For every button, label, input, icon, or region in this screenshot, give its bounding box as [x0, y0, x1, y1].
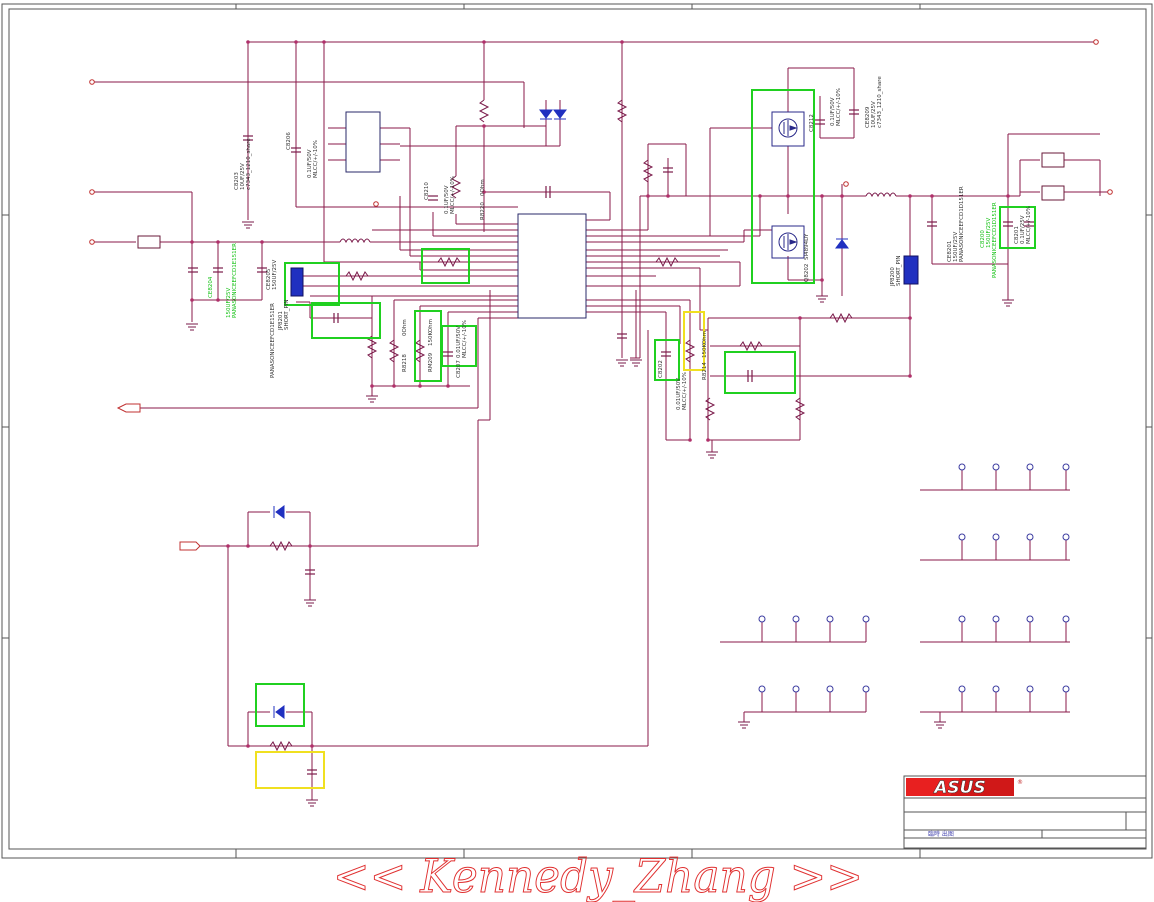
- label-r8218: R8218: [402, 354, 408, 372]
- label-q8202: Q8202: [804, 264, 810, 282]
- label-rm209: RM209: [428, 352, 434, 372]
- inductors: [339, 192, 897, 244]
- title-block: ASUS ® 臨時 出图: [903, 775, 1147, 849]
- label-c8202-value: 0.01UF/50V: [676, 378, 682, 410]
- yellow-highlight-boxes: [255, 311, 705, 789]
- label-c8210-tolerance: MLCC/+/-10%: [450, 176, 456, 214]
- label-c8201-tolerance: MLCC/+/-10%: [1026, 206, 1032, 244]
- label-c8202-tolerance: MLCC/+/-10%: [682, 372, 688, 410]
- mosfet-q-high: [771, 111, 805, 147]
- label-r8220-value: 0Ohm: [480, 179, 486, 196]
- label-c8210-value: 0.1UF/50V: [444, 185, 450, 214]
- label-ce8205: CE8205: [266, 268, 272, 290]
- label-r8220: R8220: [480, 202, 486, 220]
- label-rm209-value: 150KOhm: [428, 319, 434, 346]
- label-ce8209: CE8209: [865, 106, 871, 128]
- label-ce8204: CE8204: [208, 276, 214, 298]
- label-ce8209-value: 10UF/25V: [871, 101, 877, 128]
- label-c8206-tolerance: MLCC/+/-10%: [313, 140, 319, 178]
- label-r8218-value: 0Ohm: [402, 319, 408, 336]
- label-r8214-value: 150KOhm: [702, 331, 708, 358]
- label-c8206: C8206: [286, 132, 292, 150]
- ground-symbols: [186, 221, 1014, 807]
- label-c8200-value: 150UF/25V: [986, 217, 992, 248]
- net-connectors: [89, 39, 1113, 551]
- label-jp8200-value: SHORT_PIN: [896, 255, 902, 286]
- title-block-note: 臨時 出图: [928, 830, 954, 838]
- label-c8207: C8207: [456, 360, 462, 378]
- controller-ic: [517, 213, 587, 319]
- label-c8201: C8201: [1014, 226, 1020, 244]
- label-c8200-package: PANASONICEEFCD1D151ER: [992, 202, 998, 278]
- jumpers: [290, 255, 919, 297]
- label-c8202: C8202: [658, 360, 664, 378]
- label-ce8209-package: c7343_1210_share: [877, 76, 883, 128]
- label-c8207-tolerance: MLCC/+/-10%: [462, 320, 468, 358]
- label-ce8204-value: 150UF/25V: [226, 287, 232, 318]
- component-labels: C8203 10UF/25V c7343_1210_share C8206 0.…: [208, 76, 1032, 410]
- label-c8203-package: c7343_1210_share: [246, 138, 252, 190]
- label-c8210: C8210: [424, 182, 430, 200]
- label-ce8204-package: PANASONICEEFCD1E151ER: [232, 243, 238, 318]
- label-c8212: C8212: [809, 114, 815, 132]
- label-c8206-value: 0.1UF/50V: [307, 149, 313, 178]
- mosfet-q8202: [771, 225, 805, 259]
- label-jp8200: JP8200: [890, 267, 896, 287]
- asus-logo: ASUS ®: [906, 778, 1023, 798]
- label-q8202-part: SI4894DY: [804, 233, 810, 260]
- label-c8203: C8203: [234, 172, 240, 190]
- label-ce8201-package: PANASONICEEFCD1D151ER: [959, 186, 965, 262]
- resistors: [269, 99, 853, 752]
- series-boxes: [137, 152, 1065, 249]
- label-ce8201: CE8201: [947, 241, 953, 262]
- label-r8214: R8214: [702, 362, 708, 380]
- label-c8201-value: 0.1UF/25V: [1020, 215, 1026, 244]
- diodes: [273, 109, 849, 719]
- label-jp8201-value: SHORT_PIN: [284, 299, 290, 330]
- junction-dots: [190, 40, 1010, 748]
- asus-logo-registered-mark: ®: [1017, 779, 1023, 786]
- sheet-border: [1, 3, 1153, 859]
- label-ce8201-value: 150UF/25V: [953, 231, 959, 262]
- capacitors: [188, 109, 1034, 775]
- label-ce8205-package: PANASONICEEFCD1E151ER: [270, 303, 276, 378]
- schematic-wires: [92, 41, 1110, 800]
- ic-8pin: [345, 111, 381, 173]
- asus-logo-text: ASUS: [932, 778, 985, 798]
- author-watermark: << Kennedy_Zhang >>: [333, 849, 863, 902]
- test-pads: [758, 463, 1070, 712]
- label-jp8201: JP8201: [278, 311, 284, 331]
- label-ce8205-value: 150UF/25V: [272, 259, 278, 290]
- label-c8212-value: 0.1UF/50V: [830, 97, 836, 126]
- label-c8207-value: 0.01UF/50V: [456, 326, 462, 358]
- green-highlight-boxes: [255, 89, 1036, 727]
- label-c8203-value: 10UF/25V: [240, 163, 246, 190]
- label-c8200: C8200: [980, 230, 986, 248]
- label-c8212-tolerance: MLCC/+/-10%: [836, 88, 842, 126]
